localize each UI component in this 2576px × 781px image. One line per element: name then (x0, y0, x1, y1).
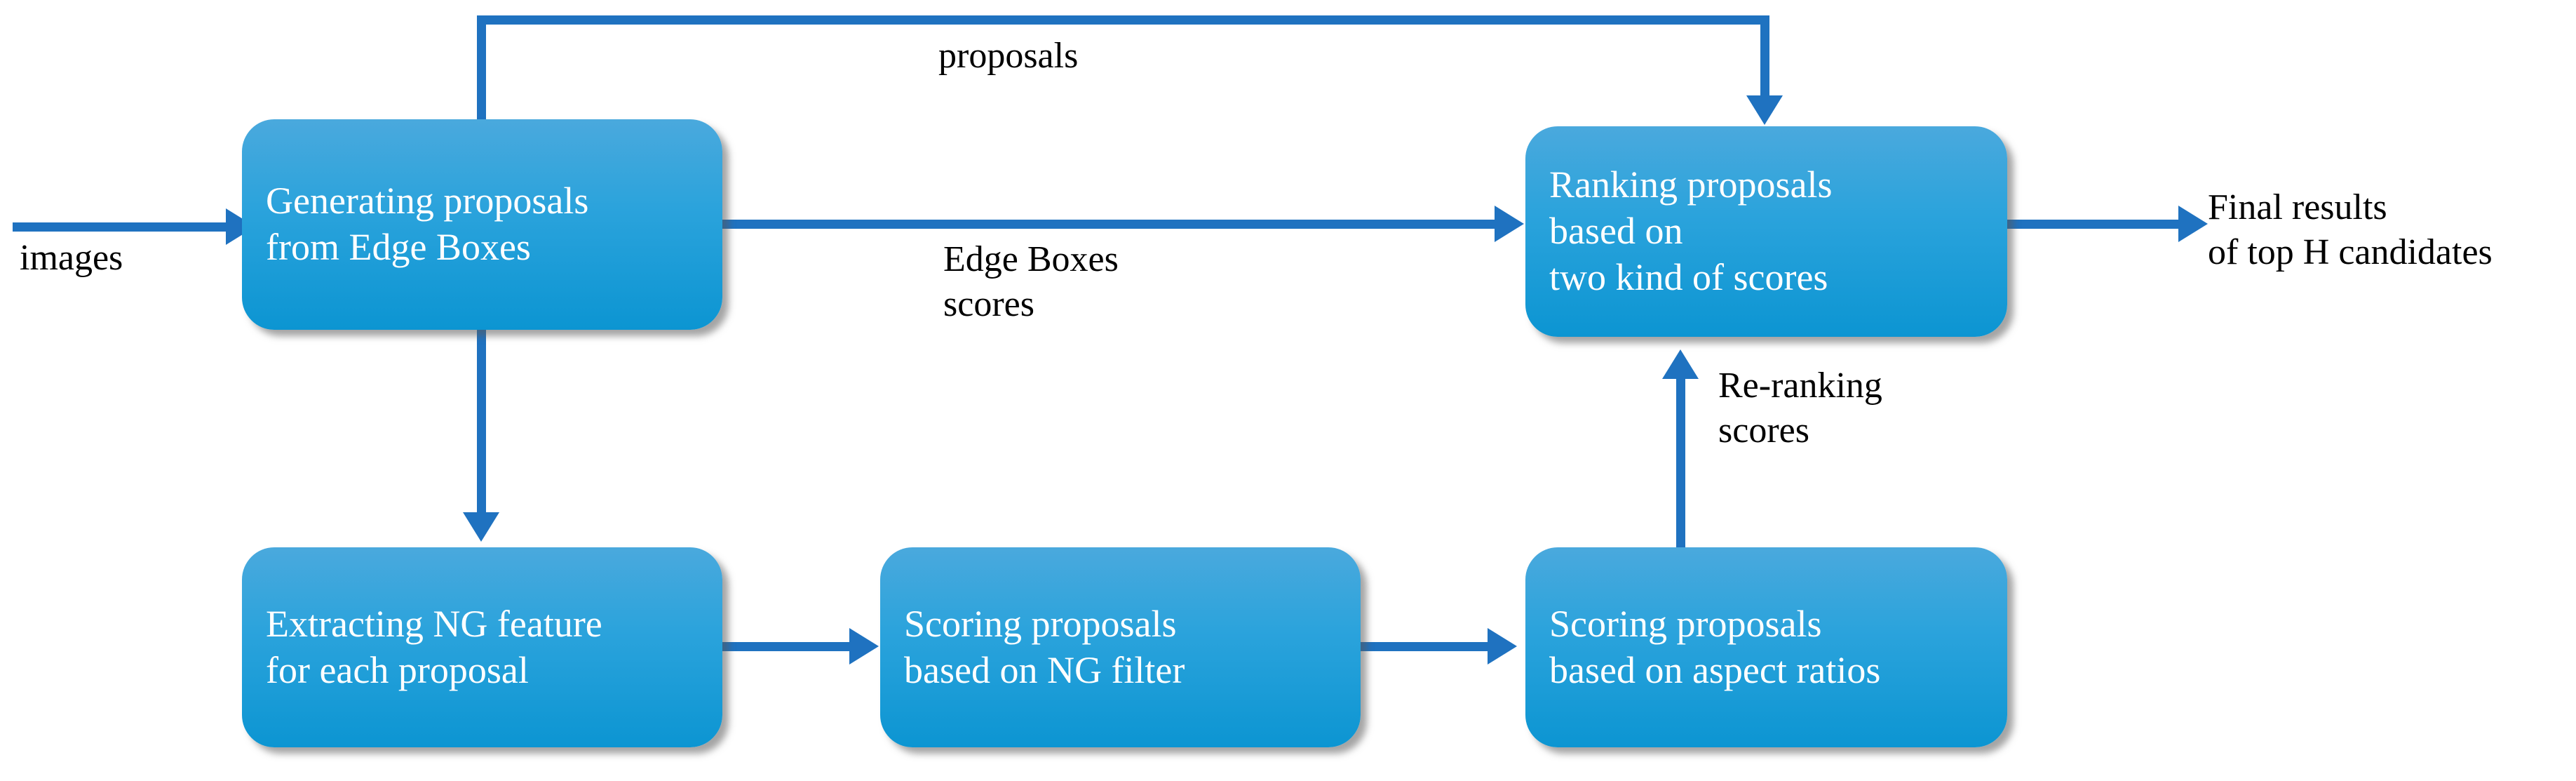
edge-label-images: images (20, 238, 123, 278)
edge-label-edge-boxes-scores: Edge Boxes scores (943, 239, 1119, 325)
edge-generating-to-extracting (477, 330, 486, 515)
node-scoring-aspect-ratios[interactable]: Scoring proposals based on aspect ratios (1525, 547, 2007, 747)
edge-feedback-top (477, 15, 1769, 25)
node-ranking-proposals[interactable]: Ranking proposals based on two kind of s… (1525, 126, 2007, 337)
node-generating-proposals-label: Generating proposals from Edge Boxes (266, 180, 589, 268)
node-ranking-proposals-label: Ranking proposals based on two kind of s… (1549, 163, 1833, 298)
arrowhead-scoring-aspect-to-ranking (1662, 349, 1699, 379)
arrowhead-extracting-to-scoring-ng (849, 628, 879, 665)
node-scoring-aspect-ratios-label: Scoring proposals based on aspect ratios (1549, 602, 1881, 691)
node-scoring-ng-filter-label: Scoring proposals based on NG filter (904, 602, 1185, 691)
edge-scoring-ng-to-scoring-aspect (1361, 642, 1490, 651)
arrowhead-ranking-to-final-results (2178, 206, 2208, 242)
node-extracting-ng-feature[interactable]: Extracting NG feature for each proposal (242, 547, 722, 747)
edge-scoring-aspect-to-ranking (1676, 379, 1685, 551)
node-extracting-ng-feature-label: Extracting NG feature for each proposal (266, 602, 602, 691)
node-scoring-ng-filter[interactable]: Scoring proposals based on NG filter (880, 547, 1361, 747)
edge-generating-to-ranking (722, 220, 1499, 229)
edge-feedback-riser (477, 15, 486, 124)
edge-ranking-to-final-results (2007, 220, 2183, 229)
edge-label-proposals: proposals (938, 36, 1079, 76)
arrowhead-generating-to-extracting (463, 512, 499, 542)
edge-extracting-to-scoring-ng (722, 642, 852, 651)
arrowhead-feedback-to-ranking (1746, 95, 1783, 125)
edge-label-final-results: Final results of top H candidates (2208, 187, 2493, 273)
edge-label-reranking-scores: Re-ranking scores (1718, 366, 1882, 451)
arrowhead-generating-to-ranking (1495, 206, 1524, 242)
edge-feedback-descent (1760, 15, 1769, 98)
arrowhead-scoring-ng-to-scoring-aspect (1488, 628, 1517, 665)
edge-images-to-generating (13, 222, 230, 232)
node-generating-proposals[interactable]: Generating proposals from Edge Boxes (242, 119, 722, 330)
